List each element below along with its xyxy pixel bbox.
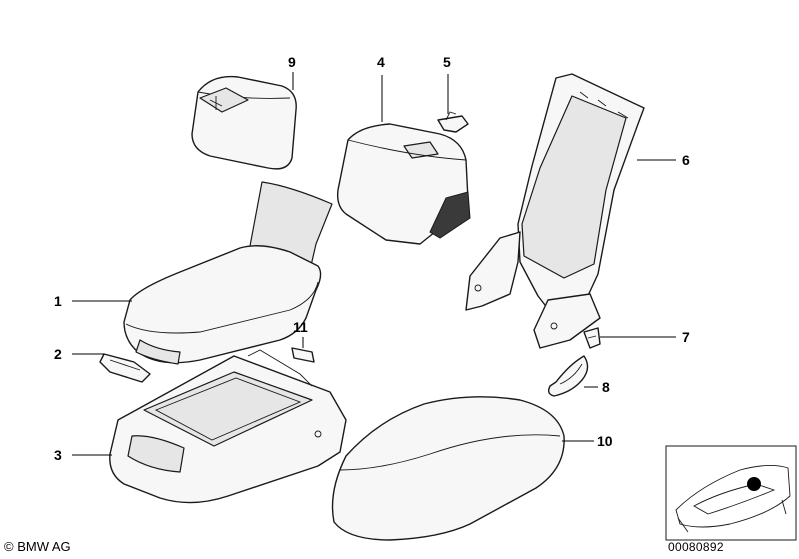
callout-9: 9	[288, 54, 296, 70]
callout-2: 2	[54, 346, 62, 362]
part-1-armrest-cushion	[123, 181, 333, 365]
part-8-hinge	[547, 355, 589, 397]
callout-10: 10	[597, 433, 613, 449]
callout-4: 4	[377, 54, 385, 70]
part-6-frame	[465, 73, 645, 349]
callout-1: 1	[54, 293, 62, 309]
part-9-first-aid-kit	[191, 75, 297, 170]
callout-3: 3	[54, 447, 62, 463]
copyright-notice: © BMW AG	[4, 539, 71, 554]
part-11-pin	[291, 347, 315, 363]
part-3-base-tray	[109, 349, 347, 504]
callout-8: 8	[602, 379, 610, 395]
callout-7: 7	[682, 329, 690, 345]
vehicle-location-inset	[665, 445, 797, 541]
callout-6: 6	[682, 152, 690, 168]
part-7-bracket	[583, 327, 601, 349]
part-4-storage-cover	[336, 123, 471, 245]
part-2-tray-insert	[99, 353, 151, 383]
leader-lines	[72, 72, 676, 456]
callout-5: 5	[443, 54, 451, 70]
part-5-clip	[437, 111, 469, 133]
callout-11: 11	[293, 319, 308, 335]
part-10-armrest-cover	[331, 396, 565, 541]
document-number: 00080892	[668, 540, 724, 554]
